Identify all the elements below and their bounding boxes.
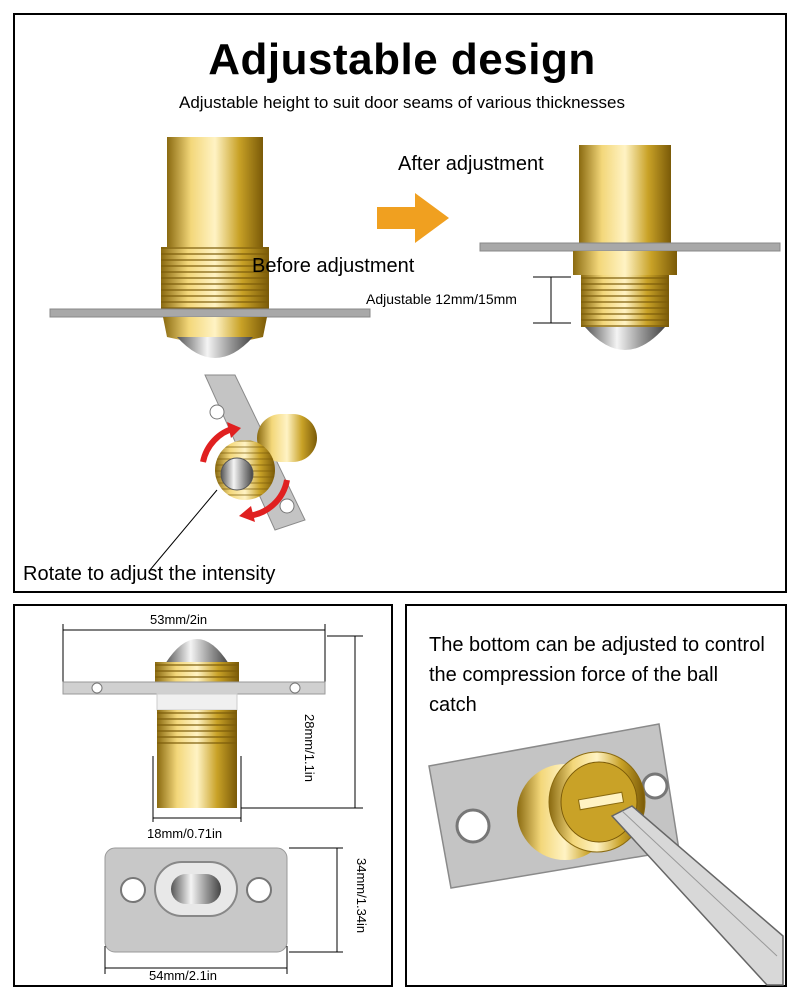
rotate-adjust-label: Rotate to adjust the intensity: [23, 563, 276, 585]
arrow-right-icon: [377, 193, 449, 243]
body-width-dimension: 18mm/0.71in: [147, 826, 223, 841]
page-subtitle: Adjustable height to suit door seams of …: [178, 93, 626, 112]
compression-note-panel: The bottom can be adjusted to control th…: [405, 604, 787, 987]
adjustable-range-label: Adjustable 12mm/15mm: [366, 291, 517, 307]
rotate-adjust-image: [149, 374, 317, 571]
compression-note-text: The bottom can be adjusted to control th…: [429, 634, 765, 716]
dimensions-panel: 53mm/2in 28mm/1.1in 18mm/0.71in 34mm/1.3…: [13, 604, 393, 987]
top-width-dimension: 53mm/2in: [150, 612, 208, 627]
height-dimension: 28mm/1.1in: [302, 714, 317, 782]
plate-height-dimension: 34mm/1.34in: [354, 858, 369, 934]
ball-catch-after-image: [479, 145, 781, 350]
page-title: Adjustable design: [208, 35, 596, 84]
ball-catch-dimension-drawing: [62, 624, 363, 974]
plate-width-dimension: 54mm/2.1in: [149, 968, 217, 983]
after-adjustment-label: After adjustment: [398, 153, 544, 175]
before-adjustment-label: Before adjustment: [252, 255, 415, 277]
ball-catch-before-image: [49, 137, 371, 358]
screwdriver-adjust-image: [428, 723, 784, 986]
adjustable-design-panel: Adjustable design Adjustable height to s…: [13, 13, 787, 593]
